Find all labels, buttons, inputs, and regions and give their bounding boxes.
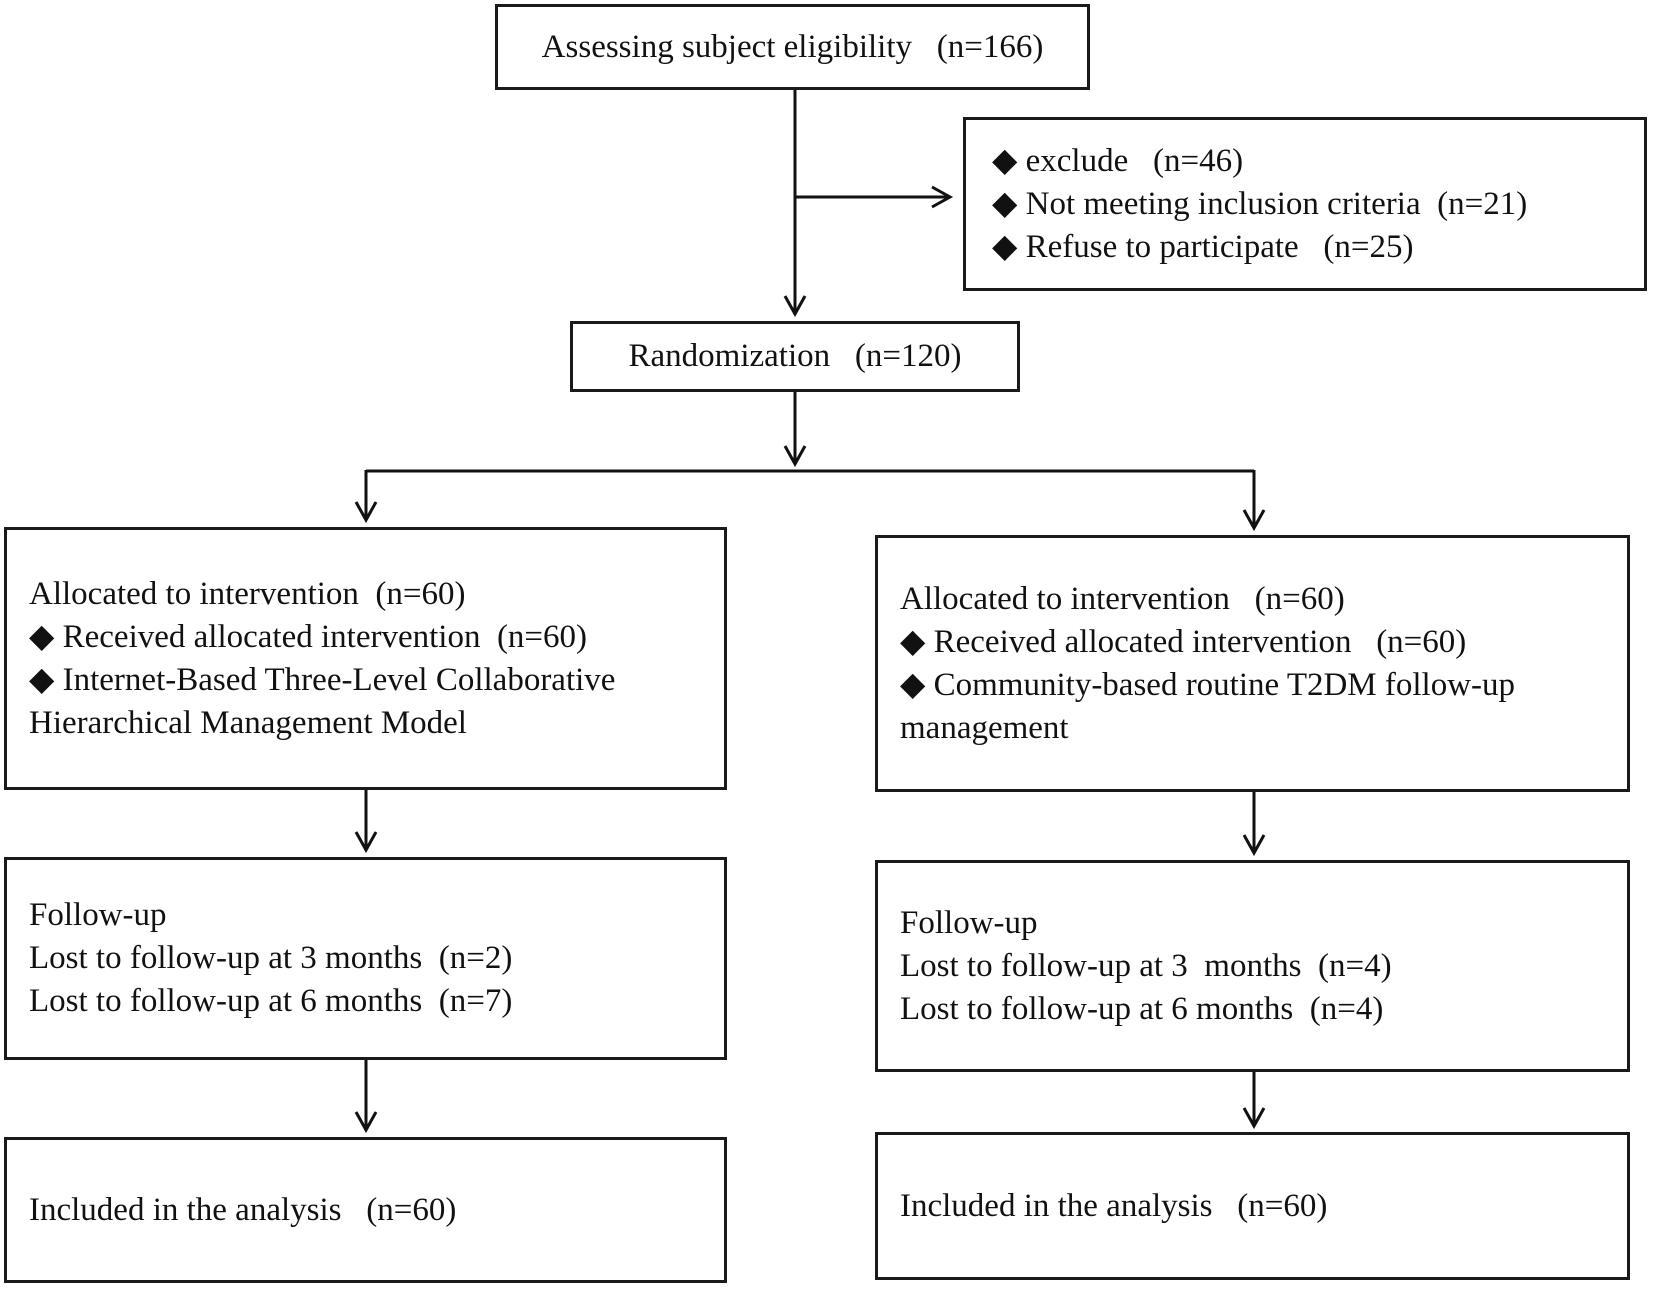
node-excluded: ◆ exclude (n=46) ◆ Not meeting inclusion… <box>963 117 1647 291</box>
excluded-line: ◆ Not meeting inclusion criteria (n=21) <box>992 185 1528 222</box>
node-analysis-intervention: Included in the analysis (n=60) <box>4 1137 727 1283</box>
node-analysis-control: Included in the analysis (n=60) <box>875 1132 1630 1280</box>
node-allocated-control: Allocated to intervention (n=60) ◆ Recei… <box>875 535 1630 792</box>
node-text: Included in the analysis (n=60) <box>29 1191 457 1228</box>
allocated-line: ◆ Received allocated intervention (n=60) <box>900 623 1467 660</box>
followup-line: Lost to follow-up at 3 months (n=2) <box>29 940 513 976</box>
allocated-line: Hierarchical Management Model <box>29 704 467 741</box>
allocated-line: Allocated to intervention (n=60) <box>29 575 466 612</box>
followup-line: Lost to follow-up at 6 months (n=4) <box>900 990 1384 1027</box>
allocated-line: Allocated to intervention (n=60) <box>900 580 1345 617</box>
excluded-line: ◆ Refuse to participate (n=25) <box>992 228 1414 265</box>
node-followup-intervention: Follow-up Lost to follow-up at 3 months … <box>4 857 727 1060</box>
node-text: Assessing subject eligibility (n=166) <box>541 28 1044 65</box>
node-allocated-intervention: Allocated to intervention (n=60) ◆ Recei… <box>4 527 727 790</box>
followup-line: Lost to follow-up at 3 months (n=4) <box>900 947 1392 984</box>
node-randomization: Randomization (n=120) <box>570 321 1020 392</box>
allocated-line: management <box>900 709 1069 746</box>
followup-line: Follow-up <box>900 904 1038 941</box>
excluded-line: ◆ exclude (n=46) <box>992 142 1244 179</box>
node-text: Randomization (n=120) <box>628 338 962 374</box>
node-followup-control: Follow-up Lost to follow-up at 3 months … <box>875 860 1630 1072</box>
allocated-line: ◆ Received allocated intervention (n=60) <box>29 618 588 655</box>
followup-line: Follow-up <box>29 897 167 933</box>
allocated-line: ◆ Internet-Based Three-Level Collaborati… <box>29 661 616 698</box>
node-assessing-eligibility: Assessing subject eligibility (n=166) <box>495 4 1090 90</box>
node-text: Included in the analysis (n=60) <box>900 1187 1328 1224</box>
allocated-line: ◆ Community-based routine T2DM follow-up <box>900 666 1516 703</box>
followup-line: Lost to follow-up at 6 months (n=7) <box>29 983 513 1019</box>
